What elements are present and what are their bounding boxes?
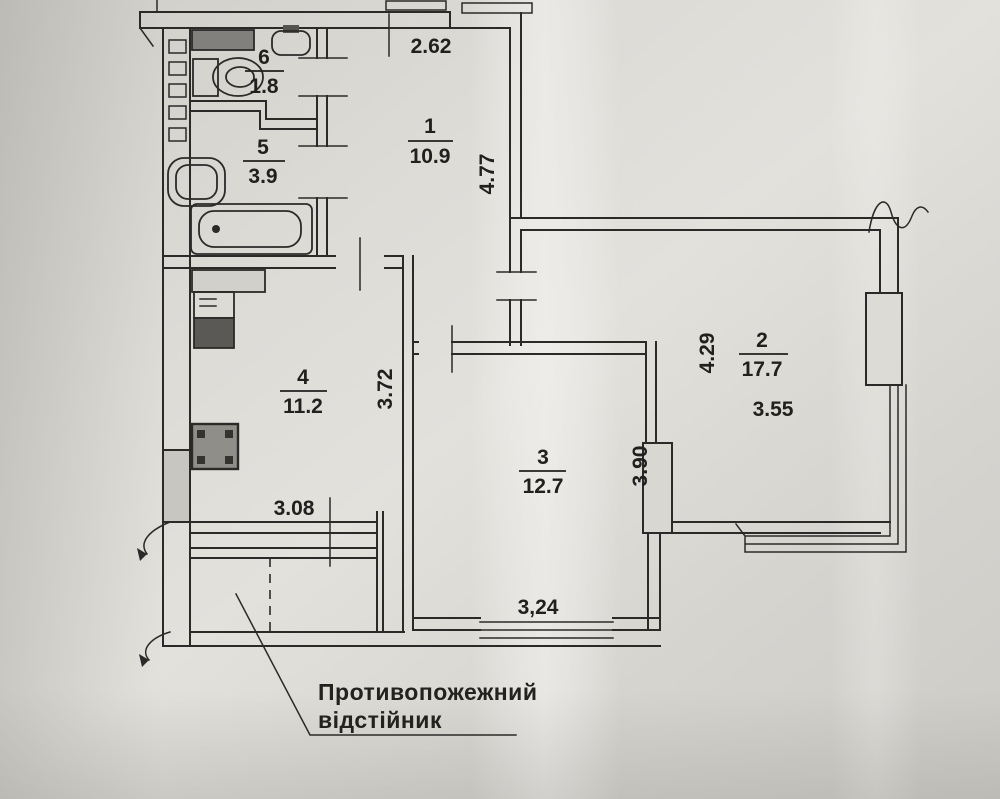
break-mark-left-lower — [139, 631, 171, 667]
annotation-line2: відстійник — [318, 707, 442, 733]
room1-label: 1 10.9 — [408, 115, 453, 168]
room3-window — [479, 621, 614, 639]
room4-number: 4 — [297, 366, 309, 389]
counter-icon — [191, 269, 266, 293]
toilet-icon — [192, 57, 264, 97]
annotation-line1: Противопожежний — [318, 679, 537, 705]
room2-number: 2 — [756, 329, 768, 352]
dim-room3-height: 3.90 — [629, 446, 652, 487]
wall-pier-room2 — [642, 442, 673, 534]
sump-annotation: Противопожежний відстійник — [234, 592, 537, 736]
dim-room2-width: 3.55 — [753, 398, 794, 421]
break-mark-top-right — [868, 201, 930, 233]
break-mark-left-upper — [137, 521, 171, 561]
room4-label: 4 11.2 — [280, 366, 327, 418]
door-ticks — [298, 13, 537, 567]
wc-fixtures — [191, 25, 311, 97]
room2-area: 17.7 — [742, 358, 783, 381]
kitchen-fixtures — [190, 269, 266, 471]
dim-room3-width: 3,24 — [518, 596, 559, 619]
bathtub-icon — [190, 203, 313, 255]
room6-area: 1.8 — [249, 75, 279, 98]
room1-area: 10.9 — [410, 145, 451, 168]
room4-area: 11.2 — [283, 395, 323, 418]
dim-room2-height: 4.29 — [696, 333, 719, 374]
bathroom-fixtures — [167, 157, 313, 255]
washbasin-icon — [167, 157, 226, 207]
room3-label: 3 12.7 — [519, 446, 566, 498]
vent-shaft-hatch — [168, 39, 187, 142]
dim-kitchen-width: 3.08 — [274, 497, 315, 520]
balcony-door-window-block — [865, 292, 903, 386]
room5-number: 5 — [257, 136, 269, 159]
stove-icon — [193, 317, 235, 349]
table-icon — [190, 422, 240, 471]
room1-number: 1 — [424, 115, 436, 138]
walls-interior — [162, 12, 899, 647]
room3-area: 12.7 — [523, 475, 564, 498]
dim-kitchen-height: 3.72 — [374, 369, 397, 410]
shelf-icon — [191, 29, 255, 51]
room2-label: 2 17.7 — [739, 329, 788, 381]
room5-area: 3.9 — [248, 165, 277, 188]
wall-pier-left — [162, 449, 191, 523]
corner-sink-icon — [271, 25, 311, 56]
room3-number: 3 — [537, 446, 549, 469]
dim-entry-width: 2.62 — [411, 35, 452, 58]
dim-hall-height: 4.77 — [476, 154, 499, 195]
balcony-railing — [734, 384, 907, 553]
room5-label: 5 3.9 — [243, 136, 285, 188]
room6-label: 6 1.8 — [245, 46, 284, 98]
room6-number: 6 — [258, 46, 270, 69]
